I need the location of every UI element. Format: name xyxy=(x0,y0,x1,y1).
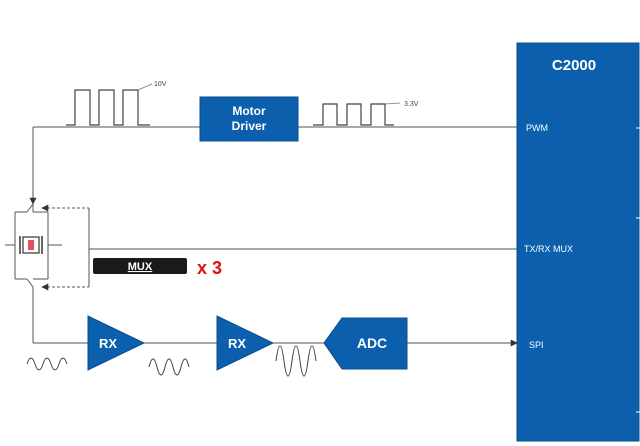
pwm-port-label: PWM xyxy=(526,123,548,133)
rx-amplifier-1 xyxy=(87,315,146,371)
motor-driver-label-line1: Motor xyxy=(232,104,266,118)
voltage-leader xyxy=(137,83,153,91)
echo-waveform-large xyxy=(275,345,317,377)
mux-label: MUX xyxy=(128,261,153,273)
rx-amplifier-1-label: RX xyxy=(99,336,117,351)
spi-port-label: SPI xyxy=(529,340,544,350)
rx-amplifier-2-label: RX xyxy=(228,336,246,351)
txrx-port-label: TX/RX MUX xyxy=(524,244,573,254)
adc-block xyxy=(323,317,408,370)
mux-count-label: x 3 xyxy=(197,258,222,278)
transducer-switch-assembly xyxy=(5,203,62,294)
pulse-waveform-10v xyxy=(66,89,150,126)
c2000-block xyxy=(516,42,640,442)
motor-driver-block xyxy=(199,96,299,142)
adc-label: ADC xyxy=(357,335,387,351)
rx-amplifier-2 xyxy=(216,315,275,371)
echo-waveform-small xyxy=(26,357,68,371)
crystal-icon xyxy=(22,236,40,254)
voltage-leader xyxy=(384,102,401,105)
voltage-label-3v3: 3.3V xyxy=(404,101,419,108)
echo-waveform-medium xyxy=(148,358,190,376)
c2000-title: C2000 xyxy=(552,57,596,74)
motor-driver-label-line2: Driver xyxy=(232,119,267,133)
voltage-label-10v: 10V xyxy=(154,81,167,88)
pulse-waveform-3v3 xyxy=(313,103,394,126)
mux-label-box xyxy=(93,258,187,274)
